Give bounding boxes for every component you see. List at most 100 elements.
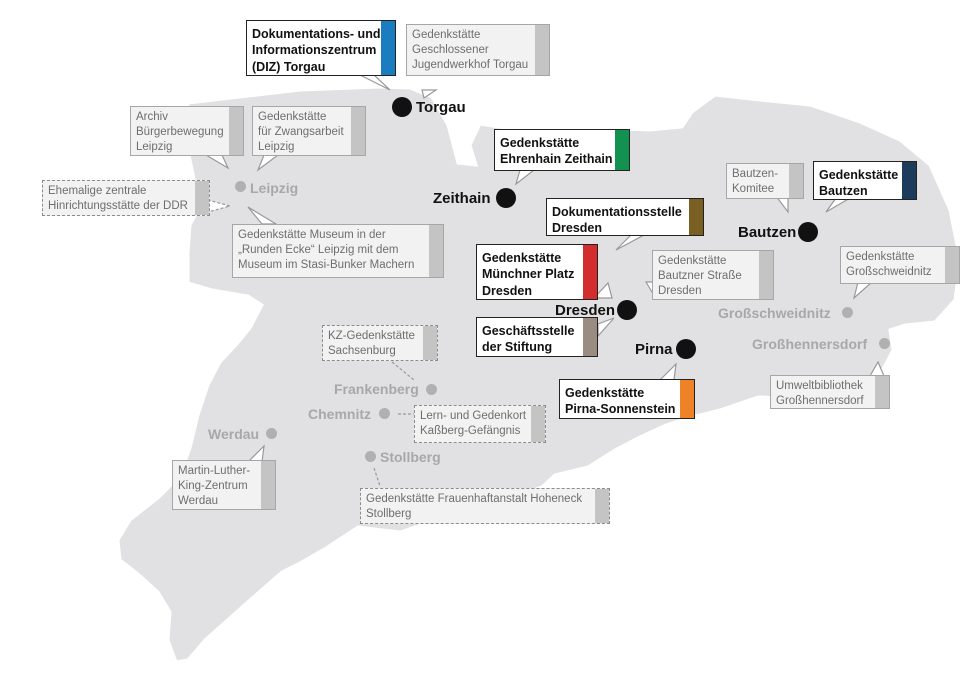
color-tab bbox=[875, 376, 889, 408]
memorial-bautzen: Gedenkstätte Bautzen bbox=[813, 161, 917, 200]
color-tab bbox=[680, 380, 694, 418]
city-chemnitz: Chemnitz bbox=[308, 406, 371, 422]
memorial-mlk-werdau: Martin-Luther- King-Zentrum Werdau bbox=[172, 460, 276, 510]
memorial-zwangsarbeit: Gedenkstätte für Zwangsarbeit Leipzig bbox=[252, 106, 366, 156]
color-tab bbox=[789, 164, 803, 198]
memorial-line: Dresden bbox=[552, 221, 603, 236]
color-tab bbox=[759, 251, 773, 299]
chemnitz-dot bbox=[379, 408, 390, 419]
memorial-line: Jugendwerkhof Torgau bbox=[412, 58, 529, 71]
memorial-line: Dokumentationsstelle bbox=[552, 205, 682, 219]
memorial-pirna: Gedenkstätte Pirna-Sonnenstein bbox=[559, 379, 695, 419]
memorial-line: Hinrichtungsstätte der DDR bbox=[48, 199, 188, 212]
memorial-kassberg: Lern- und Gedenkort Kaßberg-Gefängnis bbox=[414, 405, 546, 443]
city-leipzig: Leipzig bbox=[250, 180, 299, 196]
color-tab bbox=[535, 25, 549, 75]
memorial-line: Umweltbibliothek bbox=[776, 380, 863, 392]
pointer-jugendwerkhof bbox=[421, 89, 438, 99]
pointer-muenchner bbox=[592, 281, 613, 299]
memorial-line: Sachsenburg bbox=[328, 344, 396, 357]
city-werdau: Werdau bbox=[208, 426, 260, 442]
memorial-runde-ecke: Gedenkstätte Museum in der „Runden Ecke“… bbox=[232, 224, 444, 278]
memorial-line: Münchner Platz bbox=[482, 267, 575, 282]
memorial-line: Bürgerbewegung bbox=[136, 125, 224, 138]
color-tab bbox=[595, 489, 609, 523]
memorial-line: Gedenkstätte bbox=[258, 111, 327, 123]
memorial-line: KZ-Gedenkstätte bbox=[328, 330, 415, 342]
city-pirna: Pirna bbox=[635, 341, 673, 358]
memorial-line: Archiv bbox=[136, 111, 168, 123]
color-tab bbox=[615, 130, 629, 170]
color-tab bbox=[583, 318, 597, 356]
memorial-line: Dokumentations- und bbox=[252, 27, 381, 41]
zeithain-dot bbox=[496, 188, 516, 208]
memorial-line: Gedenkstätte bbox=[658, 255, 727, 267]
memorial-sachsenburg: KZ-Gedenkstätte Sachsenburg bbox=[322, 325, 438, 361]
pointer-hoheneck bbox=[373, 467, 381, 487]
memorial-line: „Runden Ecke“ Leipzig mit dem bbox=[238, 243, 399, 256]
memorial-line: Gedenkstätte Museum in der bbox=[238, 229, 386, 241]
memorial-line: Ehemalige zentrale bbox=[48, 185, 147, 197]
city-bautzen: Bautzen bbox=[738, 224, 797, 241]
memorial-line: Geschlossener bbox=[412, 43, 489, 56]
memorial-line: Dresden bbox=[482, 283, 533, 298]
color-tab bbox=[429, 225, 443, 277]
memorial-line: Martin-Luther- bbox=[178, 465, 251, 477]
color-tab bbox=[902, 162, 916, 199]
memorial-line: Gedenkstätte Frauenhaftanstalt Hoheneck bbox=[366, 493, 583, 505]
color-tab bbox=[689, 199, 703, 235]
memorial-line: Gedenkstätte bbox=[565, 386, 645, 400]
memorial-jugendwerkhof: Gedenkstätte Geschlossener Jugendwerkhof… bbox=[406, 24, 550, 76]
city-stollberg: Stollberg bbox=[380, 449, 441, 465]
memorial-line: Stollberg bbox=[366, 507, 412, 520]
city-dresden: Dresden bbox=[555, 302, 616, 319]
memorial-line: Bautzen bbox=[819, 184, 868, 199]
memorial-line: Gedenkstätte bbox=[500, 136, 580, 150]
werdau-dot bbox=[266, 428, 277, 439]
color-tab bbox=[261, 461, 275, 509]
memorial-line: Bautzen- bbox=[732, 168, 779, 180]
grossschweidnitz-dot bbox=[842, 307, 853, 318]
memorial-line: Leipzig bbox=[258, 140, 295, 153]
memorial-bautzner-strasse: Gedenkstätte Bautzner Straße Dresden bbox=[652, 250, 774, 300]
pointer-geschaeftsstelle bbox=[597, 317, 615, 338]
memorial-line: Kaßberg-Gefängnis bbox=[420, 424, 521, 437]
memorial-line: Museum im Stasi-Bunker Machern bbox=[238, 258, 415, 271]
memorial-line: Großschweidnitz bbox=[846, 265, 932, 278]
memorial-line: Ehrenhain Zeithain bbox=[500, 152, 613, 167]
memorial-line: Leipzig bbox=[136, 140, 173, 153]
memorial-line: Großhennersdorf bbox=[776, 394, 864, 407]
city-grosshennersdorf: Großhennersdorf bbox=[752, 336, 868, 352]
pirna-dot bbox=[676, 339, 696, 359]
color-tab bbox=[351, 107, 365, 155]
memorial-line: Pirna-Sonnenstein bbox=[565, 402, 676, 417]
color-tab bbox=[531, 406, 545, 442]
memorial-grossschweidnitz: Gedenkstätte Großschweidnitz bbox=[840, 246, 960, 284]
memorial-line: Gedenkstätte bbox=[482, 251, 562, 265]
memorial-hoheneck: Gedenkstätte Frauenhaftanstalt Hoheneck … bbox=[360, 488, 610, 524]
memorial-line: Gedenkstätte bbox=[819, 168, 899, 182]
memorial-zeithain: Gedenkstätte Ehrenhain Zeithain bbox=[494, 129, 630, 171]
memorial-line: King-Zentrum bbox=[178, 479, 248, 492]
frankenberg-dot bbox=[426, 384, 437, 395]
memorial-dok-dresden: Dokumentationsstelle Dresden bbox=[546, 198, 704, 236]
memorial-archiv: Archiv Bürgerbewegung Leipzig bbox=[130, 106, 244, 156]
color-tab bbox=[583, 245, 597, 299]
color-tab bbox=[945, 247, 959, 283]
color-tab bbox=[195, 181, 209, 215]
memorial-line: Gedenkstätte bbox=[412, 29, 481, 41]
color-tab bbox=[381, 21, 395, 75]
memorial-geschaeftsstelle: Geschäftsstelle der Stiftung bbox=[476, 317, 598, 357]
stollberg-dot bbox=[365, 451, 376, 462]
memorial-line: Informationszentrum bbox=[252, 43, 377, 58]
city-frankenberg: Frankenberg bbox=[334, 381, 419, 397]
grosshennersdorf-dot bbox=[879, 338, 890, 349]
memorial-line: Bautzner Straße bbox=[658, 269, 742, 282]
memorial-line: (DIZ) Torgau bbox=[252, 59, 326, 74]
memorial-hinrichtung: Ehemalige zentrale Hinrichtungsstätte de… bbox=[42, 180, 210, 216]
memorial-line: Lern- und Gedenkort bbox=[420, 410, 527, 422]
memorial-line: Komitee bbox=[732, 182, 775, 195]
memorial-muenchner-platz: Gedenkstätte Münchner Platz Dresden bbox=[476, 244, 598, 300]
dresden-dot bbox=[617, 300, 637, 320]
memorial-line: Geschäftsstelle bbox=[482, 324, 575, 338]
